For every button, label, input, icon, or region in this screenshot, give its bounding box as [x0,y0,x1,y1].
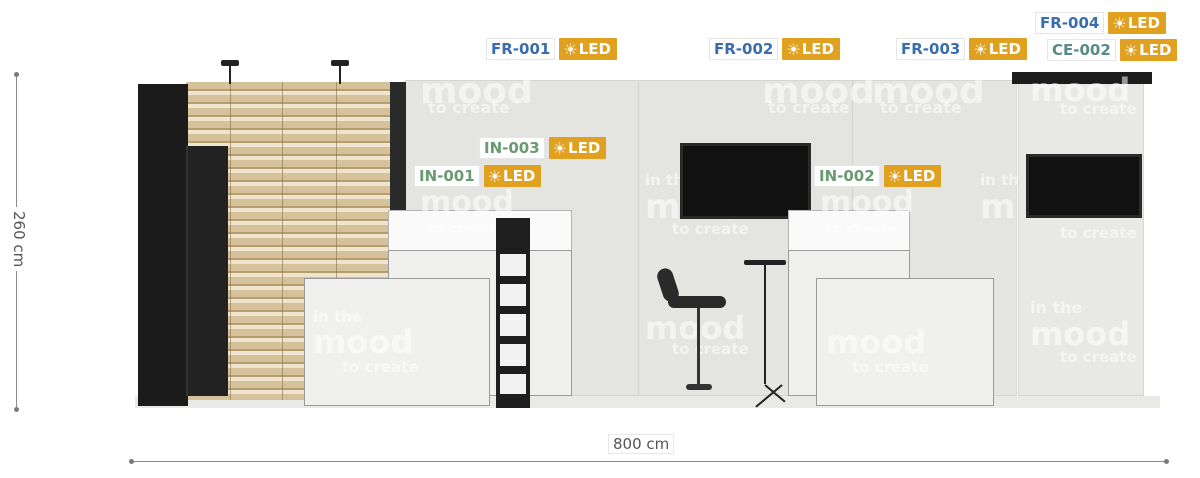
watermark-text: to create [768,98,850,117]
wood-slat-seam [336,82,337,400]
bar-chair-seat [668,296,726,308]
label-code: CE-002 [1047,39,1116,61]
right-tower-screen [1026,154,1142,218]
sun-icon: ☀ [1112,13,1127,33]
label-code: FR-001 [486,38,556,60]
sun-icon: ☀ [552,138,568,158]
watermark-text: mood [762,71,875,112]
led-badge: ☀LED [782,38,840,60]
label-fr-002: FR-002 ☀LED [709,38,840,60]
sun-icon: ☀ [1123,40,1139,60]
watermark-text: mood [313,323,414,361]
label-code: FR-002 [709,38,779,60]
height-dimension-label: 260 cm [2,207,32,277]
brochure-shelf [500,254,526,276]
left-storage-column [186,146,228,396]
led-badge: ☀LED [969,38,1027,60]
watermark-text: mood [645,309,746,347]
left-black-column [138,84,188,406]
watermark-text: mood [420,185,514,220]
label-code: IN-001 [414,165,480,187]
sun-icon: ☀ [487,166,503,186]
label-in-003: IN-003 ☀LED [479,137,607,159]
width-dimension-end-left [129,459,134,464]
watermark-text: to create [428,98,510,117]
watermark-text: to create [428,221,500,237]
bar-table-top [744,260,786,265]
label-ce-002: CE-002 ☀LED [1047,39,1178,61]
watermark-text: to create [1060,224,1137,242]
sun-icon: ☀ [887,166,903,186]
watermark-text: to create [826,221,898,237]
bar-table-leg [764,264,766,384]
spot-lamp [331,60,349,84]
watermark-text: to create [1060,348,1137,366]
watermark-text: to create [852,358,929,376]
watermark-text: to create [1060,100,1137,118]
width-dimension-end-right [1164,459,1169,464]
wall-panel-seam [638,80,639,396]
led-badge: ☀LED [883,165,942,187]
watermark-text: mood [820,185,914,220]
front-counter-right [816,278,994,406]
label-in-001: IN-001 ☀LED [414,165,542,187]
led-badge: ☀LED [548,137,607,159]
height-dimension-end-bottom [14,407,19,412]
label-code: FR-003 [896,38,966,60]
watermark-text: mood [872,71,985,112]
width-dimension-label: 800 cm [608,434,675,454]
label-code: IN-003 [479,137,545,159]
label-code: IN-002 [814,165,880,187]
watermark-text: mood [1030,71,1131,109]
watermark-text: to create [880,98,962,117]
height-dimension-end-top [14,72,19,77]
label-fr-004: FR-004 ☀LED [1035,12,1166,34]
watermark-text: in the [980,171,1030,189]
led-badge: ☀LED [559,38,617,60]
sun-icon: ☀ [563,39,578,59]
brochure-shelf [500,314,526,336]
watermark-text: in the [1030,298,1083,317]
spot-lamp [221,60,239,84]
label-fr-001: FR-001 ☀LED [486,38,617,60]
watermark-text: in the [313,308,363,326]
led-badge: ☀LED [483,165,542,187]
width-dimension-line [131,461,1167,462]
label-code: FR-004 [1035,12,1105,34]
watermark-text: to create [342,358,419,376]
sun-icon: ☀ [786,39,801,59]
led-badge: ☀LED [1119,39,1178,61]
label-in-002: IN-002 ☀LED [814,165,942,187]
led-badge: ☀LED [1108,12,1166,34]
sun-icon: ☀ [973,39,988,59]
wood-slat-seam [282,82,283,400]
brochure-shelf [500,374,526,394]
watermark-text: mood [1030,315,1131,353]
front-counter-left [304,278,490,406]
brochure-shelf [500,344,526,366]
right-tower-cap [1012,72,1152,84]
watermark-text: to create [672,340,749,358]
watermark-text: mood [826,323,927,361]
watermark-text: to create [672,220,749,238]
right-tower-wall [1018,82,1144,396]
bar-chair-leg [697,308,700,388]
watermark-text: mood [420,71,533,112]
brochure-shelf [500,284,526,306]
wall-screen [680,143,811,219]
bar-chair-base [686,384,712,390]
wood-slat-seam [230,82,231,400]
label-fr-003: FR-003 ☀LED [896,38,1027,60]
